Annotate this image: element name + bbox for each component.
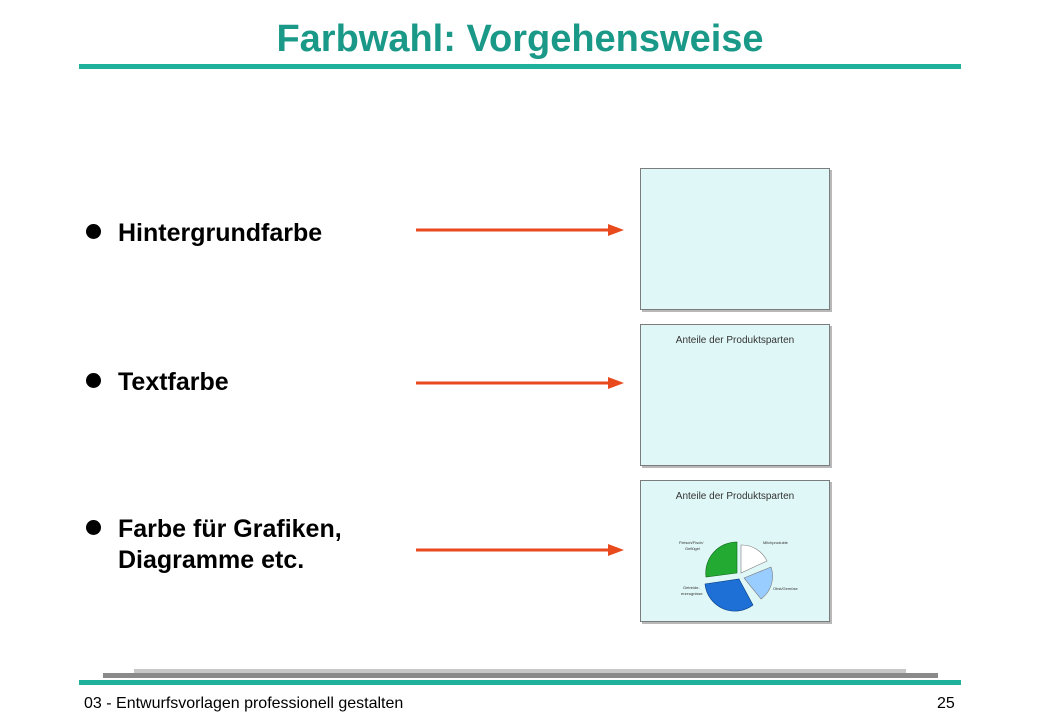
thumbnail-background xyxy=(640,168,830,310)
arrow-text-icon xyxy=(416,377,624,389)
pie-label-getreide-2: erzeugnisse xyxy=(681,591,703,596)
pie-label-fleisch-1: Fleisch/Fisch/ xyxy=(679,540,704,545)
pie-label-fleisch-2: Geflügel xyxy=(685,546,700,551)
bullet-dot-icon xyxy=(86,520,101,535)
bullet-label: Hintergrundfarbe xyxy=(118,219,323,247)
title-divider xyxy=(79,64,961,69)
thumbnail-chart: Anteile der Produktsparten Milchprodukte… xyxy=(640,480,830,622)
pie-slice-fleisch xyxy=(705,541,738,578)
pie-slice-milchprodukte xyxy=(740,544,768,574)
page-number: 25 xyxy=(937,695,955,712)
bullet-label: Textfarbe xyxy=(118,368,229,396)
arrow-hintergrund-icon xyxy=(416,224,624,236)
pie-label-getreide-1: Getreide- xyxy=(683,585,700,590)
pie-chart-icon xyxy=(704,541,773,612)
thumbnail-title: Anteile der Produktsparten xyxy=(675,491,795,502)
pie-label-milchprodukte: Milchprodukte xyxy=(763,540,788,545)
thumbnail-title: Anteile der Produktsparten xyxy=(675,335,795,346)
pie-label-obst: Obst/Gemüse xyxy=(773,586,798,591)
slide-title: Farbwahl: Vorgehensweise xyxy=(276,18,764,60)
bullet-label: Farbe für Grafiken, Diagramme etc. xyxy=(118,514,342,576)
arrow-grafik-icon xyxy=(416,544,624,556)
thumbnail-text: Anteile der Produktsparten xyxy=(640,324,830,466)
bullet-dot-icon xyxy=(86,224,101,239)
footer-text: 03 - Entwurfsvorlagen professionell gest… xyxy=(84,695,404,712)
bullet-line-2: Diagramme etc. xyxy=(118,546,305,574)
pie-slice-getreide xyxy=(704,578,754,612)
pie-slice-obst xyxy=(743,566,773,600)
bullet-line-1: Farbe für Grafiken, xyxy=(118,515,342,543)
bullet-dot-icon xyxy=(86,373,101,388)
